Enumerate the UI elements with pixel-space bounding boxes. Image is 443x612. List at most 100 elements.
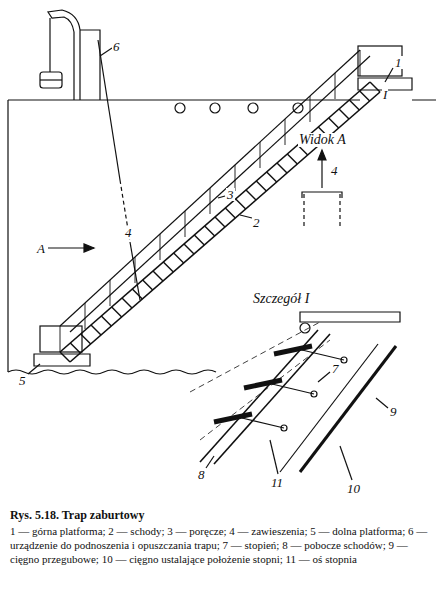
stroke (244, 380, 282, 388)
stroke (110, 280, 111, 306)
stroke (174, 253, 184, 263)
stroke (185, 211, 186, 237)
suspension-cable (98, 40, 120, 180)
stroke (256, 181, 266, 191)
stroke (70, 343, 80, 353)
callout-number: 4 (330, 164, 339, 177)
leader-line (376, 398, 388, 408)
davit (80, 30, 100, 100)
detail-rod (280, 344, 378, 472)
stroke (160, 234, 161, 260)
winch (40, 79, 62, 80)
callout-number: A (36, 242, 46, 255)
callout-number: 5 (18, 374, 27, 387)
stroke (360, 50, 361, 76)
handrail (70, 56, 370, 332)
stroke (184, 244, 194, 254)
stroke (235, 165, 236, 191)
stroke (242, 418, 284, 428)
detail-stringer (214, 334, 330, 464)
hull-outline (8, 100, 436, 372)
stroke (267, 172, 277, 182)
stroke (122, 298, 132, 308)
callout-number: 1 (394, 56, 403, 69)
stroke (287, 154, 297, 164)
callout-number: 6 (112, 40, 121, 53)
leader-line (206, 456, 214, 468)
handrail (60, 50, 360, 326)
leader-line (100, 48, 112, 56)
porthole (175, 103, 185, 113)
stroke (310, 96, 311, 122)
stroke (272, 384, 314, 394)
detail-stringer (200, 330, 318, 462)
stroke (339, 109, 349, 119)
stroke (274, 346, 312, 354)
davit (48, 10, 80, 100)
stroke (236, 199, 246, 209)
stroke (210, 188, 211, 214)
porthole (248, 103, 258, 113)
pivot (311, 391, 317, 397)
stroke (349, 100, 359, 110)
stroke (153, 271, 163, 281)
stroke (132, 289, 142, 299)
stroke (360, 91, 370, 101)
stroke (370, 82, 380, 92)
stroke (335, 73, 336, 99)
steps (60, 50, 380, 362)
porthole (210, 103, 220, 113)
pivot (281, 425, 287, 431)
pivot (341, 357, 347, 363)
callout-number: 4 (124, 226, 133, 239)
view-title: Szczegół I (252, 292, 310, 306)
leader-line (385, 68, 393, 82)
leader-line (318, 372, 330, 382)
stroke (225, 208, 235, 218)
stroke (101, 316, 111, 326)
stroke (135, 257, 136, 283)
lower-platform (34, 354, 90, 366)
stroke (60, 326, 61, 352)
legend-text: 1 — górna platforma; 2 — schody; 3 — por… (10, 524, 433, 566)
callout-number: 2 (252, 216, 261, 229)
leader-line (218, 196, 225, 198)
stroke (329, 118, 339, 128)
stroke (81, 334, 91, 344)
winch (40, 72, 62, 88)
leader-line (340, 446, 352, 480)
leader-line (28, 364, 40, 374)
stroke (285, 119, 286, 145)
detail-platform (300, 312, 400, 322)
detail-rod (300, 346, 396, 472)
callout-number: 9 (389, 405, 398, 418)
callout-number: 10 (346, 482, 361, 495)
callout-number: 7 (331, 362, 340, 375)
view-arrow (84, 244, 94, 252)
stroke (163, 262, 173, 272)
figure-caption: Rys. 5.18. Trap zaburtowy (10, 508, 144, 523)
stroke (215, 217, 225, 227)
davit-fall (49, 18, 50, 72)
stroke (112, 307, 122, 317)
stroke (260, 142, 261, 168)
stroke (91, 325, 101, 335)
stroke (143, 280, 153, 290)
stroke (194, 235, 204, 245)
stroke (302, 350, 344, 360)
view-shape (304, 194, 340, 228)
stroke (214, 414, 252, 422)
waterline (8, 370, 216, 374)
stroke (85, 303, 86, 329)
callout-number: I (382, 88, 388, 101)
leader-line (240, 215, 252, 218)
detail-steps (214, 346, 347, 431)
leader-line (270, 440, 278, 474)
detail-hinge (300, 323, 310, 333)
view-title: Widok A (298, 133, 347, 147)
callout-number: 3 (226, 188, 235, 201)
callout-number: 8 (197, 468, 206, 481)
stroke (60, 352, 70, 362)
view-arrow (318, 150, 326, 160)
stroke (205, 226, 215, 236)
